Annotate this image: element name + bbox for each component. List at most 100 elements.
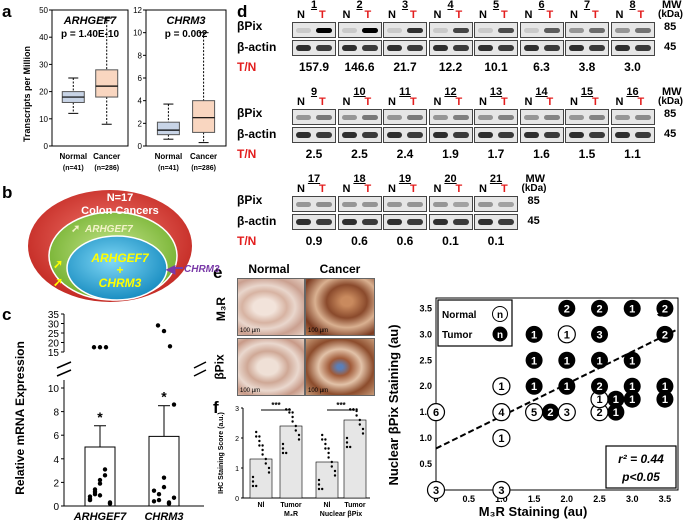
e-col-normal: Normal — [248, 262, 290, 276]
d-lane-n: N — [297, 183, 305, 195]
e-row-m3r: M₃R — [214, 296, 229, 322]
g-normal-point — [426, 480, 446, 500]
d-band-n — [478, 28, 493, 33]
d-band-t — [407, 132, 423, 138]
d-band-t — [498, 45, 514, 51]
f-data-point — [251, 484, 255, 488]
f-data-point — [358, 423, 361, 426]
f-group-label: M₃R — [284, 511, 298, 518]
f-data-point — [255, 484, 258, 488]
g-tumor-count: 1 — [629, 394, 635, 406]
f-group-label: Nuclear βPix — [320, 511, 363, 518]
d-lane-t: T — [364, 96, 372, 108]
g-tumor-point — [623, 377, 641, 395]
panel-label-b: b — [2, 183, 13, 202]
d-blot-actin — [474, 127, 518, 143]
g-ytick-label: 3.5 — [419, 303, 432, 313]
d-band-n — [569, 28, 584, 33]
c-data-point — [156, 497, 162, 503]
c-ytick-label: 10 — [48, 384, 60, 395]
c-axis-break — [193, 369, 207, 377]
g-normal-count: 1 — [498, 433, 504, 445]
g-tumor-point — [591, 351, 609, 369]
a-ytick-label: 2 — [138, 119, 143, 128]
g-r2: r² = 0.44 — [618, 452, 664, 466]
e-photo-cancer-bpix: 100 µm — [305, 338, 375, 396]
c-data-point — [97, 481, 103, 486]
g-xtick-label: 2.5 — [593, 494, 606, 504]
scale-bar-label: 100 µm — [308, 388, 329, 394]
g-xtick-label: 2.0 — [561, 494, 574, 504]
venn-inner — [66, 235, 168, 301]
d-mw-header: MW — [662, 86, 682, 98]
f-data-point — [267, 466, 271, 470]
a-category-n: (n=286) — [94, 165, 119, 172]
c-data-point — [87, 496, 93, 502]
g-normal-count: 1 — [596, 394, 602, 406]
d-blot-actin — [519, 127, 564, 143]
d-band-n — [296, 45, 311, 51]
d-band-t — [634, 28, 651, 33]
d-ratio-value: 157.9 — [298, 60, 330, 74]
d-mw-45: 45 — [664, 128, 677, 140]
d-band-t — [634, 45, 651, 51]
f-data-point — [261, 444, 264, 447]
d-band-n — [341, 202, 357, 207]
g-tumor-point — [525, 377, 543, 395]
f-data-point — [324, 447, 327, 450]
d-lane-t: T — [364, 9, 372, 21]
d-band-t — [361, 28, 378, 33]
g-tumor-point — [656, 325, 674, 343]
f-data-point — [324, 438, 327, 441]
g-tumor-point — [656, 390, 674, 408]
a-ytick-label: 20 — [39, 88, 48, 97]
d-blot-bpix — [610, 109, 655, 125]
d-band-t — [361, 132, 378, 138]
g-tumor-point — [591, 377, 609, 395]
d-sample-number: 16 — [626, 86, 639, 98]
d-blot-bpix — [565, 22, 609, 38]
g-normal-count: 3 — [564, 407, 570, 419]
c-data-point — [161, 328, 167, 334]
panel-label-a: a — [2, 2, 12, 21]
e-row-bpix: βPix — [212, 354, 227, 380]
f-category-label: Nl — [324, 502, 331, 509]
g-tumor-point — [656, 299, 674, 317]
g-tumor-count: 1 — [629, 303, 635, 315]
c-ylabel: Relative mRNA Expression — [13, 341, 27, 495]
d-sample-number: 15 — [580, 86, 594, 98]
f-data-point — [330, 465, 333, 468]
g-tumor-point — [525, 351, 543, 369]
d-band-t — [361, 202, 378, 207]
d-mw-45: 45 — [527, 215, 540, 227]
d-band-t — [316, 202, 332, 207]
g-tumor-point — [623, 299, 641, 317]
c-ytick-label: 2 — [53, 478, 59, 489]
d-band-t — [361, 115, 378, 120]
g-pvalue: p<0.05 — [621, 470, 660, 484]
d-ratio-value: 0.1 — [442, 234, 459, 248]
c-category-label: CHRM3 — [144, 511, 183, 522]
f-significance: *** — [336, 401, 346, 410]
g-tumor-point — [558, 299, 576, 317]
c-data-point — [151, 499, 157, 504]
d-band-t — [407, 45, 423, 51]
f-data-point — [327, 447, 330, 450]
f-bar — [249, 458, 273, 499]
f-data-point — [281, 447, 285, 450]
c-category-label: ARHGEF7 — [73, 511, 127, 522]
d-blot-actin — [383, 214, 427, 230]
d-ratio-value: 2.5 — [351, 147, 368, 161]
g-normal-count: 1 — [564, 329, 570, 341]
venn-inner-label-1: ARHGEF7 — [90, 251, 150, 265]
f-data-point — [330, 460, 333, 464]
g-normal-count: 3 — [498, 485, 504, 497]
d-blot-bpix — [474, 109, 518, 125]
d-lane-n: N — [433, 96, 442, 108]
c-axis-break — [193, 361, 207, 369]
f-data-point — [251, 475, 255, 479]
d-band-n — [341, 45, 357, 51]
g-normal-point — [492, 480, 511, 500]
g-normal-point — [492, 403, 511, 422]
d-ratio-value: 0.6 — [396, 234, 414, 248]
